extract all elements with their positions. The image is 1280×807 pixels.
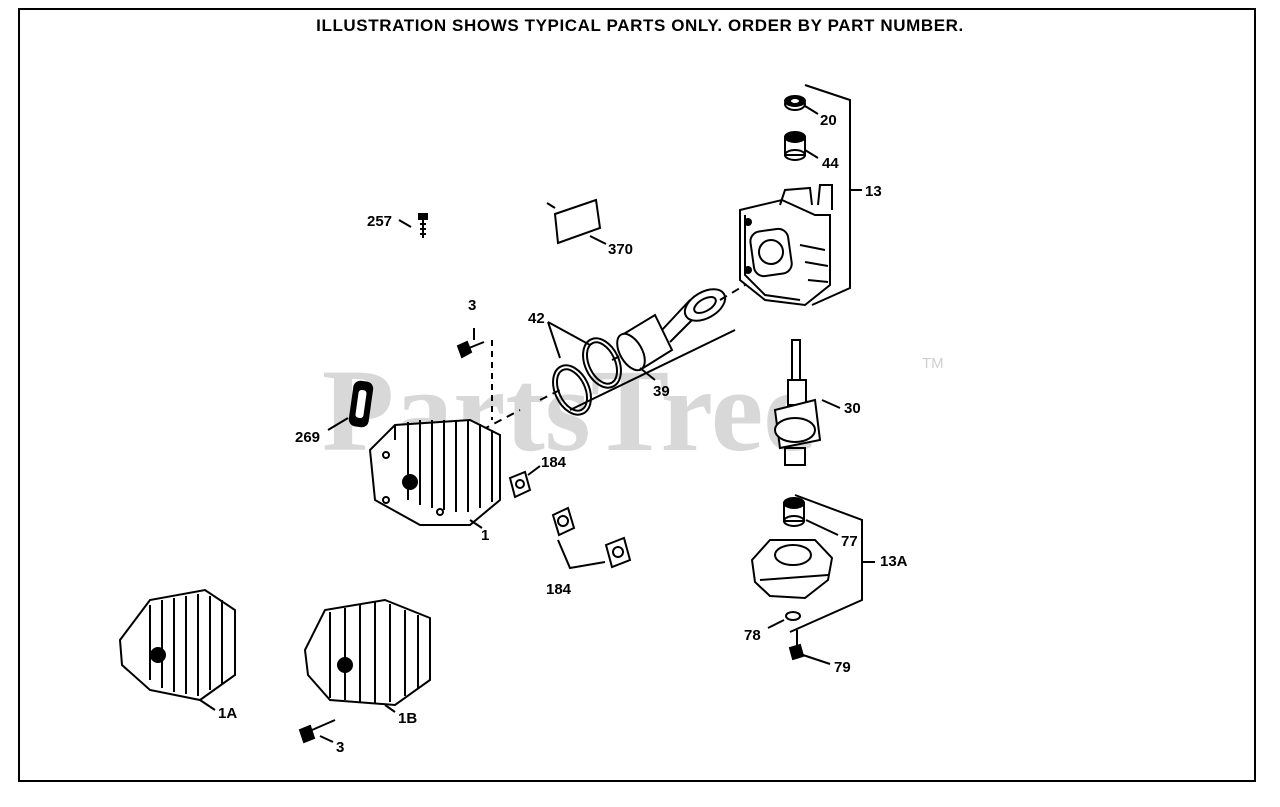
callout-44: 44 [822,155,839,172]
callout-13: 13 [865,183,882,200]
callout-42: 42 [528,310,545,327]
callout-20: 20 [820,112,837,129]
part-184-gasket-a[interactable] [508,465,541,499]
part-39-piston-rod[interactable] [569,283,736,411]
callout-1b: 1B [398,710,417,727]
watermark-trademark: TM [922,355,944,372]
callout-30: 30 [844,400,861,417]
callout-184-b: 184 [546,581,572,598]
callout-13a: 13A [880,553,908,570]
callout-184-a: 184 [541,454,567,471]
part-269-gasket[interactable] [327,380,374,431]
part-77-bushing[interactable] [783,497,839,536]
callout-370: 370 [608,241,633,258]
part-79-bolt[interactable] [788,630,831,665]
part-30-crankshaft[interactable] [773,339,841,466]
part-1-cylinder[interactable] [368,418,501,529]
part-13a-crankcase-cover[interactable] [750,539,834,600]
callout-1a: 1A [218,705,237,722]
part-257-screw[interactable] [398,213,428,238]
part-3-screw-top[interactable] [456,328,493,420]
part-78-washer[interactable] [767,611,801,629]
part-20-washer[interactable] [784,95,819,115]
part-13-crankcase[interactable] [739,184,833,307]
callout-269: 269 [295,429,320,446]
part-1a-cylinder[interactable] [118,588,236,711]
part-3-screw-bottom[interactable] [298,719,336,744]
part-44-bushing[interactable] [784,131,819,161]
bracket-13a [789,494,863,633]
callout-77: 77 [841,533,858,550]
part-42-piston-rings[interactable] [546,321,629,421]
bracket-13 [804,84,851,306]
callout-3-bottom: 3 [336,739,344,756]
callout-257: 257 [367,213,392,230]
callout-78: 78 [744,627,761,644]
callout-79: 79 [834,659,851,676]
part-184-gasket-b[interactable] [551,506,632,570]
part-370-decal[interactable] [546,198,607,245]
callout-1: 1 [481,527,489,544]
part-1b-cylinder[interactable] [303,598,431,713]
callout-39: 39 [653,383,670,400]
callout-3-top: 3 [468,297,476,314]
diagram-header: ILLUSTRATION SHOWS TYPICAL PARTS ONLY. O… [316,16,964,35]
